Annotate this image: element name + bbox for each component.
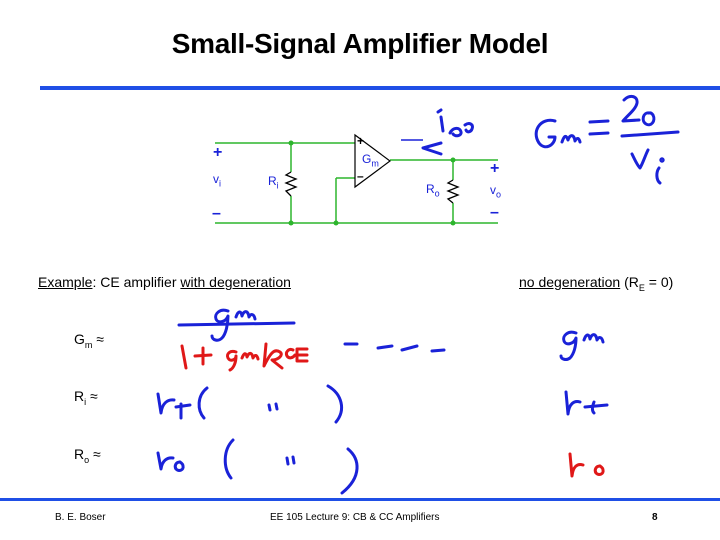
footer-divider <box>0 498 720 501</box>
output-minus-sign: – <box>490 204 499 221</box>
title-divider <box>40 86 720 90</box>
gm-row-label: Gm ≈ <box>74 331 104 350</box>
amplifier-triangle <box>354 133 392 189</box>
vi-label: vi <box>213 172 221 189</box>
ri-resistor <box>284 171 298 197</box>
ro-row-label: Ro ≈ <box>74 446 101 465</box>
page-number: 8 <box>652 512 658 523</box>
gm-label: Gm <box>362 152 379 169</box>
input-minus-sign: – <box>212 205 221 222</box>
output-plus-sign: + <box>490 160 500 177</box>
example-line: Example: CE amplifier with degeneration <box>38 274 291 290</box>
ri-label: Ri <box>268 174 279 191</box>
amp-minus-sign: – <box>357 169 364 183</box>
vo-label: vo <box>490 183 502 200</box>
slide-title: Small-Signal Amplifier Model <box>171 28 549 59</box>
input-plus-sign: + <box>213 144 223 161</box>
footer-course: EE 105 Lecture 9: CB & CC Amplifiers <box>270 512 440 523</box>
amp-plus-sign: + <box>357 134 365 148</box>
no-degeneration-line: no degeneration (RE = 0) <box>519 274 674 293</box>
ro-resistor <box>446 179 460 204</box>
ro-label: Ro <box>426 182 440 199</box>
footer-author: B. E. Boser <box>55 512 106 523</box>
ri-row-label: Ri ≈ <box>74 388 98 407</box>
